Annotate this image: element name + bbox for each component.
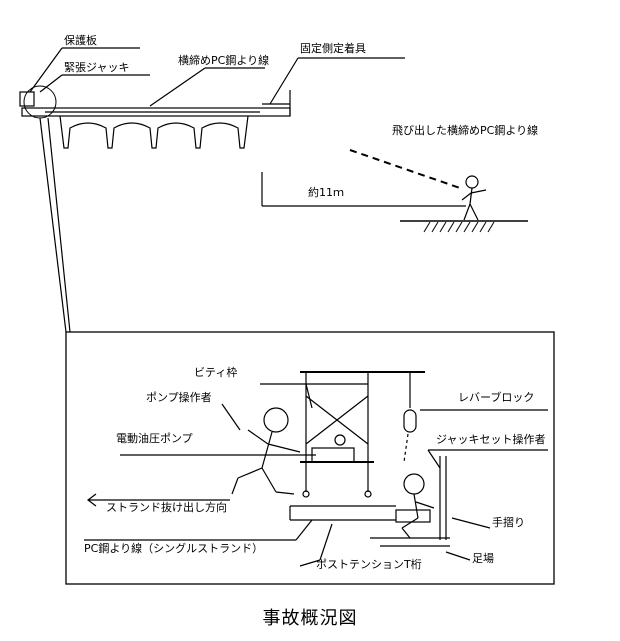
- label-protective-plate: 保護板: [64, 34, 97, 47]
- pump-operator-figure: [231, 407, 301, 495]
- label-strand-direction: ストランド抜け出し方向: [106, 501, 227, 514]
- label-transverse-pc-strand: 横締めPC鋼より線: [178, 54, 270, 67]
- label-pump-operator: ポンプ操作者: [146, 391, 212, 404]
- label-posttension-girder: ポストテンションT桁: [316, 558, 422, 571]
- label-scaffold: 足場: [472, 552, 494, 565]
- label-flying-strand: 飛び出した横締めPC鋼より線: [392, 124, 539, 137]
- victim-figure: [461, 175, 487, 221]
- label-fixed-side-anchor: 固定側定着具: [300, 42, 366, 55]
- girder-ribs: [59, 115, 249, 149]
- handrail-drawing: [439, 456, 447, 540]
- label-pc-single-strand: PC鋼より線（シングルストランド）: [84, 542, 264, 555]
- label-lever-block: レバーブロック: [458, 391, 535, 404]
- label-handrail: 手摺り: [492, 516, 525, 529]
- label-jack-operator: ジャッキセット操作者: [436, 433, 546, 446]
- lever-block-drawing: [403, 372, 417, 463]
- electric-pump-drawing: [311, 434, 355, 463]
- diagram-caption: 事故概況図: [262, 608, 358, 629]
- detail-frame: [65, 331, 555, 585]
- jack-operator-figure: [401, 473, 435, 539]
- label-tension-jack: 緊張ジャッキ: [64, 61, 130, 74]
- label-distance: 約11ｍ: [308, 186, 344, 199]
- bridge-deck: [19, 85, 291, 119]
- label-electric-pump: 電動油圧ポンプ: [116, 432, 193, 445]
- pc-girder-drawing: [289, 505, 450, 547]
- label-bitei-frame: ビティ枠: [194, 366, 238, 379]
